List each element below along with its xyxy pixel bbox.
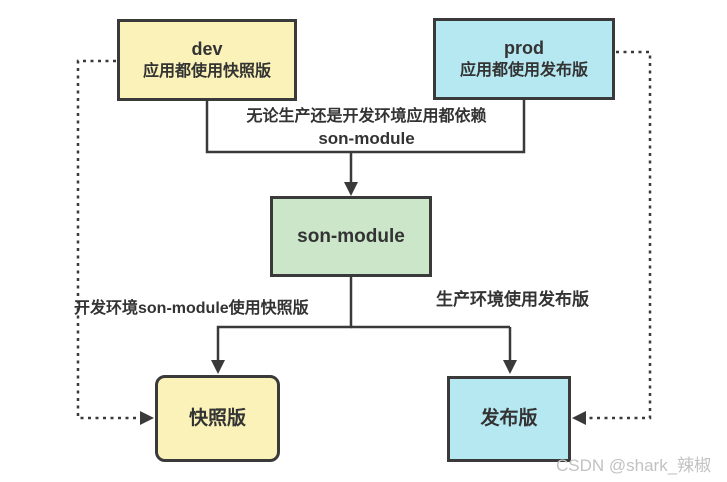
node-prod: prod 应用都使用发布版 — [433, 18, 615, 100]
node-dev-title: dev — [191, 39, 223, 60]
arrow-to-release-arrowhead — [503, 360, 517, 374]
annotation-dependency-line2: son-module — [318, 128, 415, 148]
dotted-prod-to-release — [586, 50, 652, 420]
annotation-dependency: 无论生产还是开发环境应用都依赖 son-module — [184, 107, 549, 150]
arrow-to-snapshot-arrowhead — [211, 360, 225, 374]
node-prod-subtitle: 应用都使用发布版 — [459, 62, 588, 80]
dotted-prod-to-release-arrowhead — [572, 411, 586, 425]
node-snapshot: 快照版 — [155, 375, 280, 462]
merge-bracket-line — [205, 100, 526, 154]
node-release: 发布版 — [447, 376, 571, 462]
node-prod-title: prod — [504, 38, 544, 59]
annotation-dev-usage: 开发环境son-module使用快照版 — [74, 300, 309, 317]
node-release-label: 发布版 — [480, 408, 538, 430]
node-snapshot-label: 快照版 — [188, 407, 246, 429]
node-son-module: son-module — [270, 196, 432, 277]
dotted-dev-to-snapshot-arrowhead — [140, 411, 154, 425]
son-module-split-line — [216, 277, 353, 364]
arrow-to-son-module-arrowhead — [344, 182, 358, 196]
node-dev-subtitle: 应用都使用快照版 — [142, 63, 271, 81]
dotted-dev-to-snapshot — [76, 59, 142, 420]
watermark: CSDN @shark_辣椒 — [556, 456, 712, 475]
node-dev: dev 应用都使用快照版 — [117, 19, 297, 101]
annotation-dependency-line1: 无论生产还是开发环境应用都依赖 — [246, 108, 487, 125]
annotation-prod-usage: 生产环境使用发布版 — [436, 290, 589, 309]
node-son-module-label: son-module — [297, 225, 405, 247]
